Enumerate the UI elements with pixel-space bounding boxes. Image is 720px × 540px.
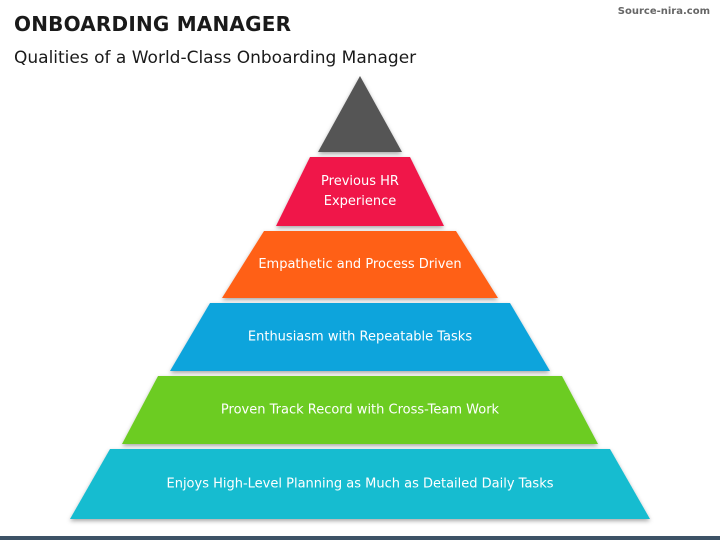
slide-subtitle: Qualities of a World-Class Onboarding Ma… [14,48,417,68]
pyramid-tier-1 [276,157,444,226]
source-watermark: Source-nira.com [617,6,710,17]
pyramid-apex [318,76,402,152]
pyramid-tier-5-label: Enjoys High-Level Planning as Much as De… [166,477,553,492]
pyramid-tier-1-label: Previous HR [321,174,399,189]
pyramid-tier-3 [170,303,550,371]
pyramid-tier-4 [122,376,598,444]
slide-title: ONBOARDING MANAGER [14,12,292,36]
pyramid-tier-4-label: Proven Track Record with Cross-Team Work [221,403,500,418]
pyramid-tier-1-label: Experience [324,194,397,209]
pyramid-tier-3-label: Enthusiasm with Repeatable Tasks [248,330,472,345]
pyramid-tier-5 [70,449,650,519]
pyramid-tier-2 [222,231,498,298]
pyramid-tier-2-label: Empathetic and Process Driven [258,257,461,272]
footer-bar [0,536,720,540]
